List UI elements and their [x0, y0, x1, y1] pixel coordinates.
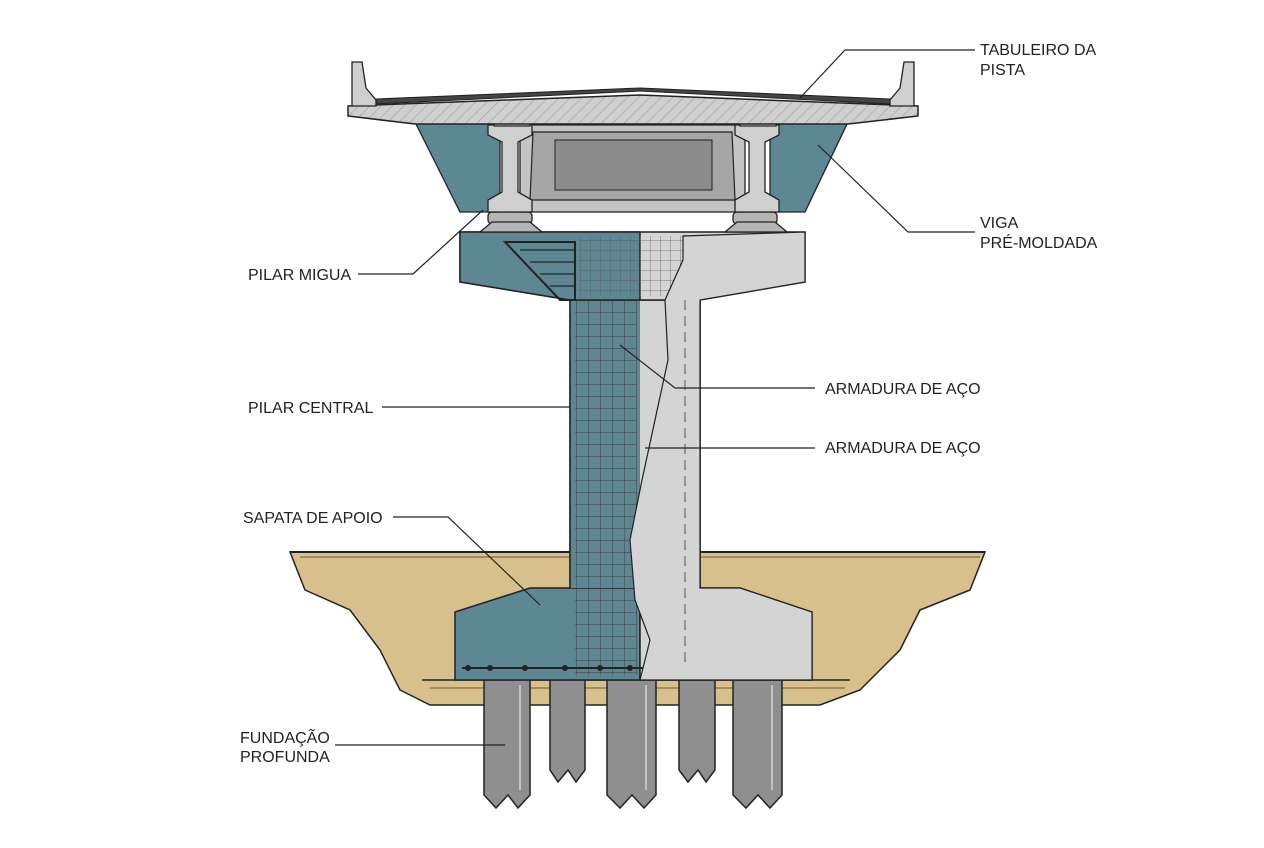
label-tabuleiro-line1: TABULEIRO DA [980, 42, 1097, 59]
label-fundacao-line1: FUNDAÇÃO [240, 727, 330, 747]
road-deck [347, 61, 919, 125]
deep-foundation-piles [483, 679, 783, 810]
label-pilar-central: PILAR CENTRAL [248, 400, 373, 417]
label-armadura-2: ARMADURA DE AÇO [825, 440, 981, 457]
leader-lines [335, 49, 975, 746]
label-armadura-1: ARMADURA DE AÇO [825, 381, 981, 398]
bearings [478, 211, 789, 233]
pile-5 [732, 679, 783, 810]
pile-2 [549, 679, 586, 784]
label-viga-line1: VIGA [980, 215, 1019, 232]
label-sapata: SAPATA DE APOIO [243, 510, 383, 527]
label-viga-line2: PRÉ-MOLDADA [980, 233, 1098, 252]
pile-4 [678, 679, 716, 784]
pile-1 [483, 679, 531, 810]
precast-girders [413, 113, 850, 213]
pile-3 [606, 679, 657, 810]
label-pilar-migua: PILAR MIGUA [248, 267, 351, 284]
barrier-left [351, 61, 377, 107]
label-tabuleiro-line2: PISTA [980, 62, 1025, 79]
barrier-right [889, 61, 915, 107]
labels: TABULEIRO DA PISTA VIGA PRÉ-MOLDADA PILA… [240, 42, 1098, 766]
cutaway-concrete [629, 231, 813, 681]
label-fundacao-line2: PROFUNDA [240, 749, 330, 766]
